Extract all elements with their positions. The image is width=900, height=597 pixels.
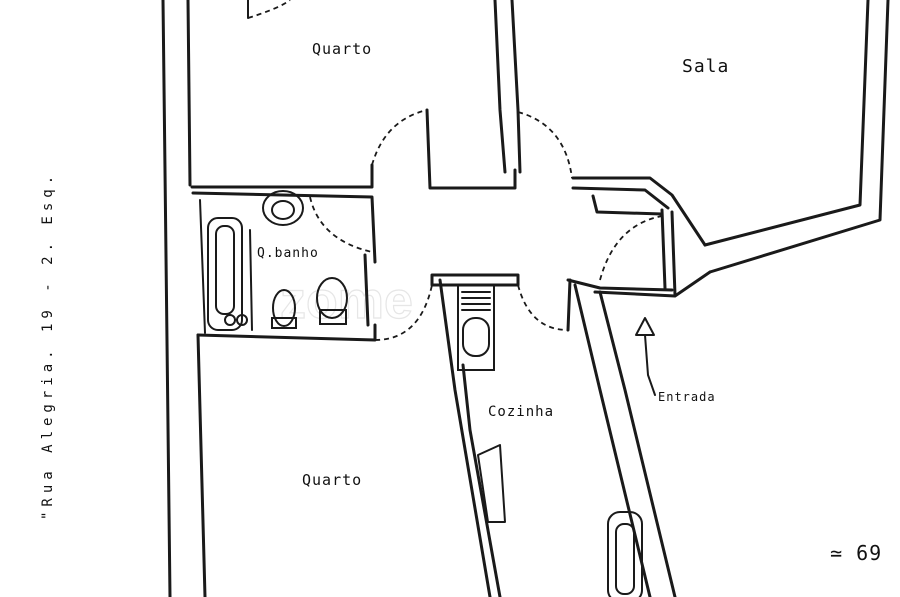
bedroom-top-south-wall xyxy=(190,163,374,189)
room-label-quarto-top: Quarto xyxy=(312,40,372,58)
room-label-quarto-bottom: Quarto xyxy=(302,471,362,489)
bathroom-west-wall xyxy=(199,199,206,334)
sink-basin xyxy=(271,200,295,220)
door-swing-kitchen xyxy=(517,284,569,331)
sala-east-wall-inner xyxy=(708,0,890,274)
kitchen-shelf xyxy=(477,444,506,523)
entrance-arrow-icon xyxy=(635,317,655,336)
labels: Quarto Sala Q.banho Cozinha Quarto Entra… xyxy=(40,40,882,565)
bathroom-partition xyxy=(249,229,253,331)
bathtub-tap xyxy=(236,314,248,326)
sink xyxy=(262,190,304,226)
fixtures xyxy=(207,190,656,597)
bathroom-north-wall xyxy=(191,191,377,264)
kitchen-appliance xyxy=(457,284,495,371)
kitchen-counter-top xyxy=(430,273,520,287)
toilet-tank xyxy=(319,309,347,325)
entrance-closet-side-2 xyxy=(670,210,677,297)
door-swings xyxy=(247,0,663,341)
corridor-top-wall xyxy=(425,108,517,190)
sala-east-wall-outer xyxy=(703,0,870,247)
sala-south-wall xyxy=(571,176,707,247)
entrance-wall-top-inner xyxy=(593,270,712,298)
door-swing-top-left xyxy=(247,0,291,19)
outer-wall-left-inner-top xyxy=(186,0,192,187)
entrance-west-wall xyxy=(598,290,677,597)
door-swing-bedroom-bottom xyxy=(374,284,433,341)
bathtub xyxy=(207,217,243,331)
outer-wall-left xyxy=(161,0,172,597)
outer-wall-left-inner-bottom xyxy=(196,333,207,597)
entrance-wall-top xyxy=(566,278,674,292)
kitchen-sink xyxy=(462,317,490,357)
door-swing-bathroom xyxy=(309,196,373,253)
bidet xyxy=(272,289,296,327)
entrance-closet-top xyxy=(591,194,664,216)
room-label-sala: Sala xyxy=(682,56,729,77)
door-swing-entrance xyxy=(599,215,663,281)
area-note: ≃ 69 xyxy=(830,541,882,565)
sala-west-wall xyxy=(510,0,522,174)
door-swing-sala xyxy=(517,111,573,179)
kitchen-west-wall-inner xyxy=(461,363,502,597)
appliance-stripes xyxy=(461,291,491,311)
walls xyxy=(161,0,890,597)
bidet-back xyxy=(271,317,297,329)
kitchen-west-wall xyxy=(438,278,492,597)
bathtub-drain xyxy=(224,314,236,326)
bathtub-inner xyxy=(215,225,235,315)
door-swing-bedroom-top xyxy=(371,109,428,166)
entrance-arrow-line xyxy=(644,334,656,396)
bedroom-top-east-wall xyxy=(493,0,507,174)
kitchen-north-stub xyxy=(566,278,572,332)
room-label-kitchen: Cozinha xyxy=(488,404,554,420)
room-label-bathroom: Q.banho xyxy=(257,246,319,261)
bathroom-east-wall xyxy=(363,253,370,327)
sala-south-wall-inner xyxy=(571,186,670,210)
room-label-entrance: Entrada xyxy=(658,390,716,404)
address-note: "Rua Alegria. 19 - 2. Esq. xyxy=(40,171,56,520)
toilet xyxy=(316,277,348,319)
entrance-closet-side xyxy=(660,208,667,290)
entrance-fixture-inner xyxy=(615,523,635,595)
entrance-fixture xyxy=(607,511,643,597)
